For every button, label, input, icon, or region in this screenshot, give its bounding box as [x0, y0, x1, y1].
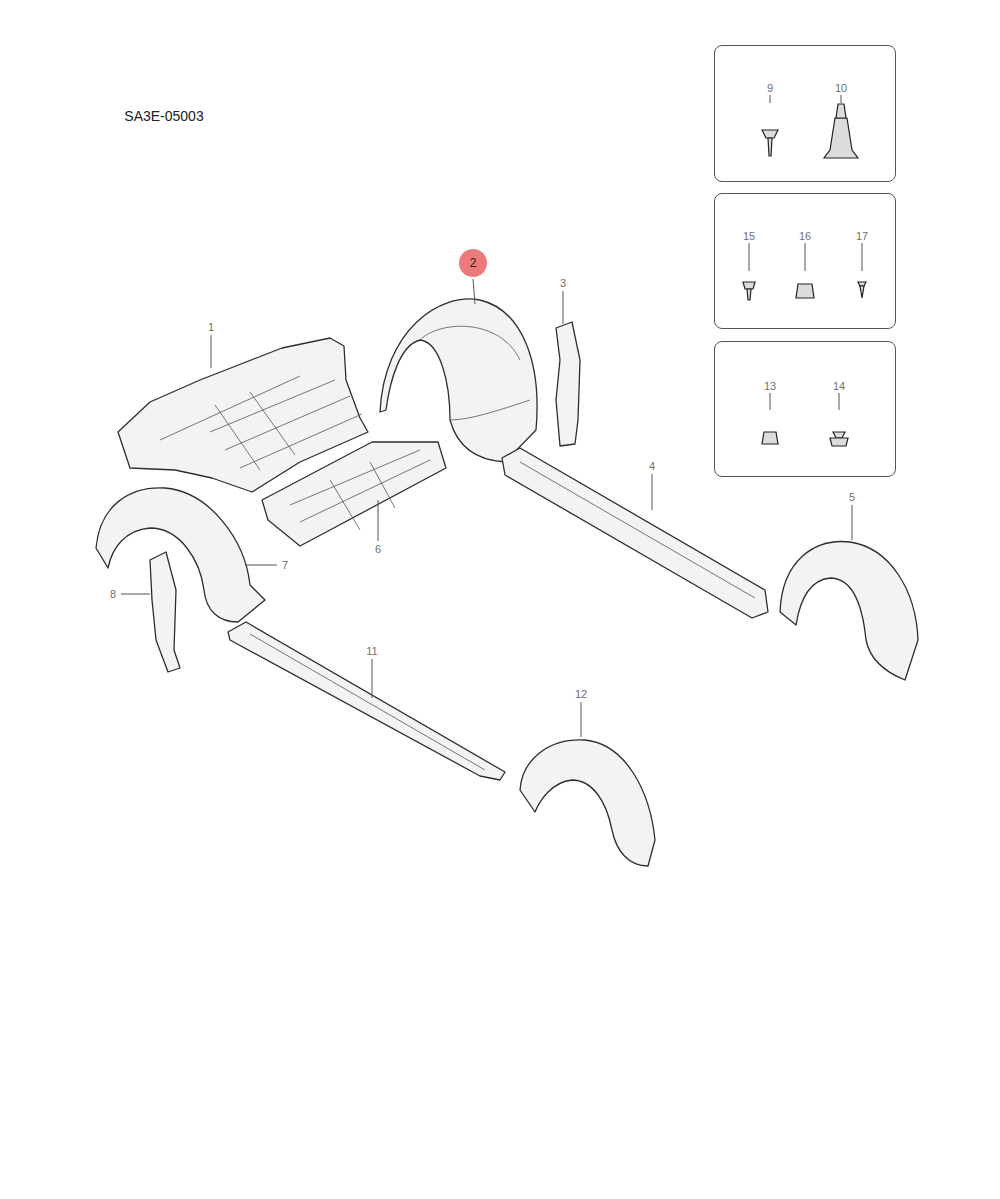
fastener-icons	[743, 104, 866, 446]
wheel-liner	[520, 740, 655, 866]
callout-number: 13	[764, 381, 776, 392]
side-trim	[150, 552, 180, 672]
wheel-liner	[780, 542, 918, 680]
callout-number: 9	[767, 83, 773, 94]
side-trim	[556, 322, 580, 446]
side-strip	[228, 622, 505, 780]
callout-number: 17	[856, 231, 868, 242]
callout-number: 10	[835, 83, 847, 94]
callout-number: 12	[575, 689, 587, 700]
floor-panel	[262, 442, 446, 546]
callout-number: 14	[833, 381, 845, 392]
leader-lines	[121, 95, 862, 737]
callout-number: 5	[849, 492, 855, 503]
wheel-liner	[380, 299, 537, 462]
callout-number: 4	[649, 461, 655, 472]
callout-number: 7	[282, 560, 288, 571]
callout-number: 2	[470, 257, 477, 269]
callout-number: 3	[560, 278, 566, 289]
panel-ribs	[160, 376, 362, 470]
callout-number: 6	[375, 544, 381, 555]
fastener-box: 15 16 17	[714, 193, 896, 329]
highlight-circle: 2	[459, 249, 487, 277]
callout-number: 15	[743, 231, 755, 242]
callout-number: 8	[110, 589, 116, 600]
diagram-code: SA3E-05003	[124, 109, 203, 123]
fastener-box: 13 14	[714, 341, 896, 477]
callout-number: 1	[208, 322, 214, 333]
wheel-liner	[96, 488, 265, 622]
callout-number: 16	[799, 231, 811, 242]
callout-number: 11	[366, 646, 377, 657]
fastener-box: 9 10	[714, 45, 896, 182]
side-strip	[502, 448, 768, 618]
